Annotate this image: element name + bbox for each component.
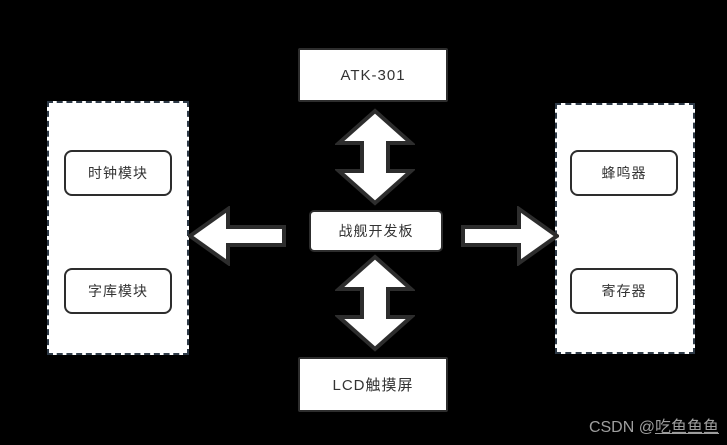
arrow-left-icon xyxy=(188,206,286,266)
watermark-prefix: CSDN @ xyxy=(588,419,655,436)
double-arrow-vertical-top-icon xyxy=(335,108,415,206)
left-module-group: 时钟模块 字库模块 xyxy=(47,101,189,355)
node-font-module: 字库模块 xyxy=(64,268,172,314)
node-clock-module: 时钟模块 xyxy=(64,150,172,196)
watermark-username: 吃鱼鱼鱼 xyxy=(654,419,719,436)
node-atk301: ATK-301 xyxy=(298,48,448,102)
node-clock-module-label: 时钟模块 xyxy=(88,165,148,181)
right-module-group: 蜂鸣器 寄存器 xyxy=(555,103,695,354)
node-lcd-touchscreen: LCD触摸屏 xyxy=(298,357,448,412)
node-buzzer-label: 蜂鸣器 xyxy=(601,165,647,181)
node-register-label: 寄存器 xyxy=(601,283,647,299)
node-dev-board-label: 战舰开发板 xyxy=(338,223,414,239)
node-lcd-touchscreen-label: LCD触摸屏 xyxy=(332,377,414,394)
node-font-module-label: 字库模块 xyxy=(88,283,148,299)
node-register: 寄存器 xyxy=(570,268,678,314)
node-atk301-label: ATK-301 xyxy=(340,66,406,84)
arrow-right-icon xyxy=(461,206,559,266)
watermark: CSDN @吃鱼鱼鱼 xyxy=(589,413,719,437)
node-dev-board: 战舰开发板 xyxy=(309,210,443,252)
double-arrow-vertical-bottom-icon xyxy=(335,254,415,352)
node-buzzer: 蜂鸣器 xyxy=(570,150,678,196)
